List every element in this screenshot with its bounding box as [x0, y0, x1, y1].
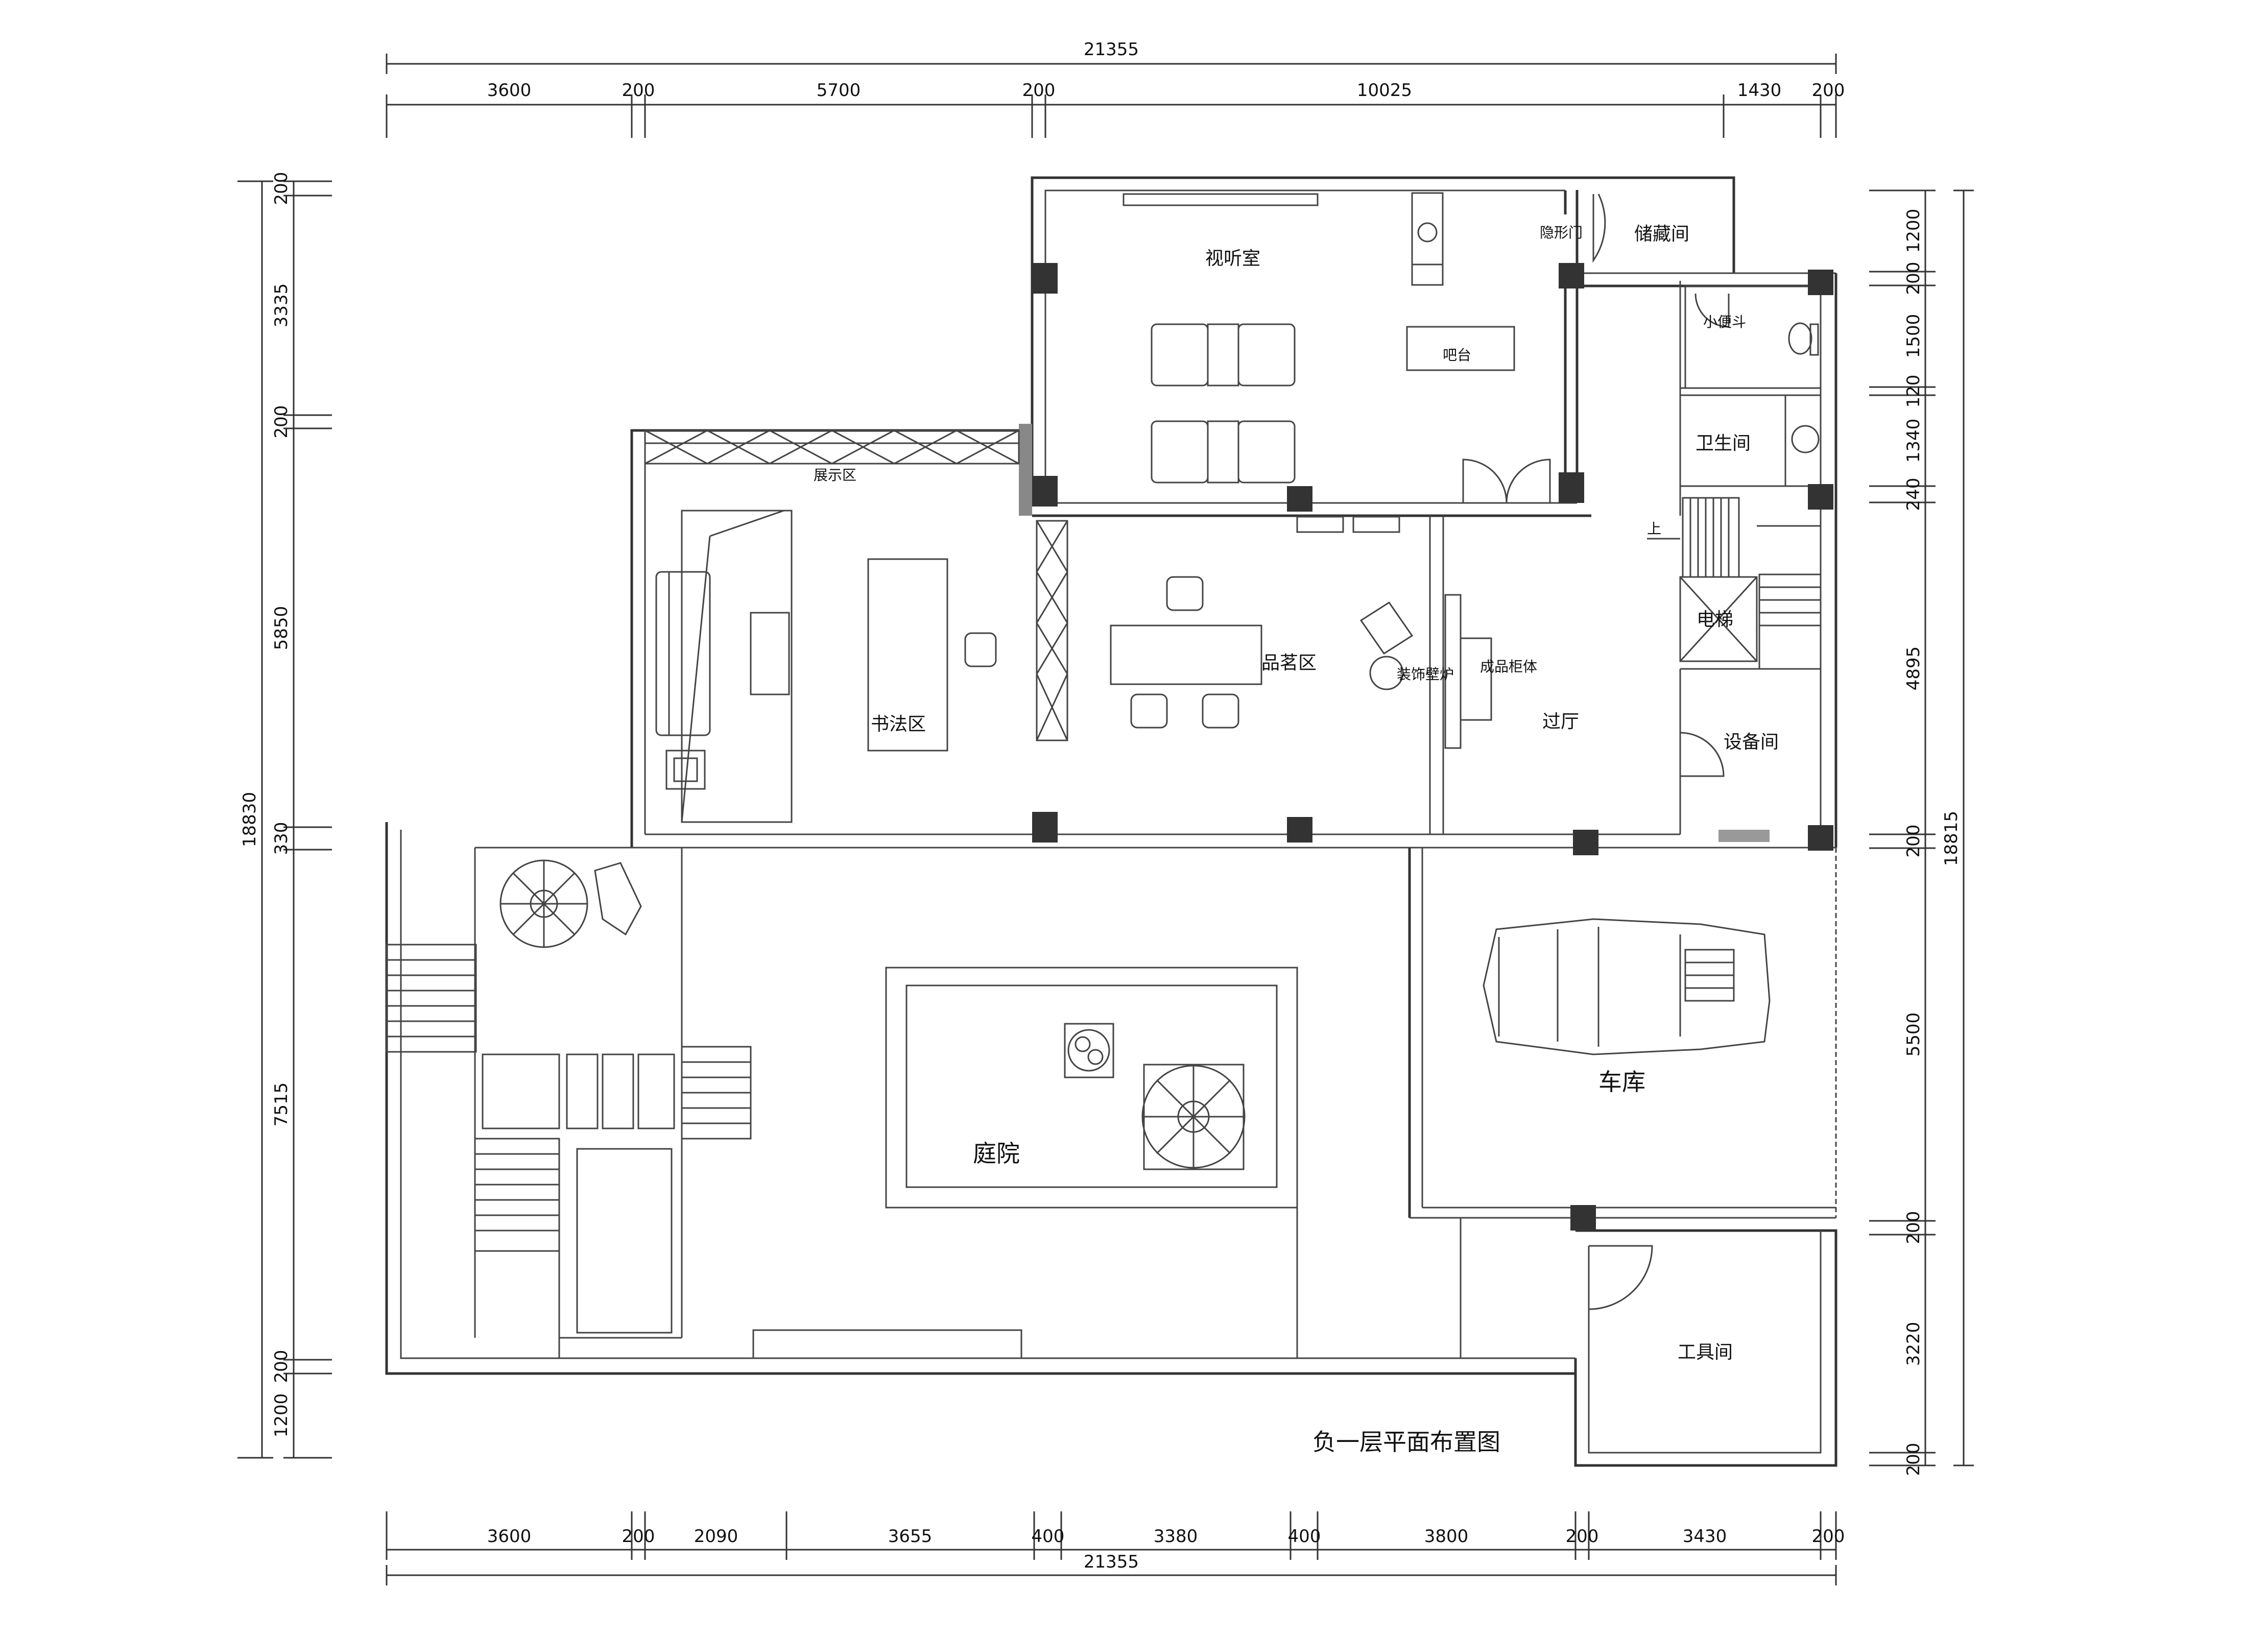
dim-right: 1500 — [1903, 314, 1924, 358]
bathroom-fixtures — [1680, 293, 1820, 777]
room-label-calligraphy: 书法区 — [871, 714, 926, 735]
room-label-display: 展示区 — [814, 467, 856, 484]
dim-right: 200 — [1903, 262, 1924, 295]
room-label-tea: 品茗区 — [1261, 653, 1317, 673]
dim-top: 200 — [1022, 80, 1056, 101]
dim-left: 200 — [271, 1350, 292, 1383]
dim-right: 200 — [1903, 825, 1924, 858]
display-cabinets — [644, 429, 1068, 741]
dim-left: 7515 — [271, 1082, 292, 1127]
dim-top: 10025 — [1357, 80, 1412, 101]
car — [1483, 918, 1771, 1055]
dim-bottom: 200 — [1566, 1526, 1599, 1547]
dim-right: 3220 — [1903, 1322, 1924, 1366]
courtyard-features — [386, 859, 1653, 1359]
dim-bottom: 3600 — [487, 1526, 532, 1547]
dim-top: 200 — [1812, 80, 1845, 101]
dim-top-total: 21355 — [1084, 39, 1139, 60]
room-label-hidden-door: 隐形门 — [1540, 224, 1583, 241]
tea-furniture — [1110, 516, 1492, 749]
plant-icon — [1141, 1065, 1246, 1169]
dim-right: 200 — [1903, 1443, 1924, 1476]
room-label-bar: 吧台 — [1443, 347, 1471, 364]
dim-right: 120 — [1903, 375, 1924, 408]
dim-right-total: 18815 — [1941, 811, 1962, 866]
room-label-tool: 工具间 — [1678, 1342, 1733, 1363]
dim-bottom: 200 — [1812, 1526, 1845, 1547]
dim-left: 3335 — [271, 283, 292, 328]
dim-right: 200 — [1903, 1211, 1924, 1244]
theater-sofa — [1151, 323, 1296, 484]
room-label-equipment: 设备间 — [1724, 732, 1779, 753]
stairs — [1647, 497, 1822, 670]
dim-bottom-total: 21355 — [1084, 1552, 1139, 1572]
calligraphy-furniture — [655, 510, 997, 823]
room-label-theater: 视听室 — [1205, 248, 1260, 269]
dim-right: 1340 — [1903, 419, 1924, 463]
plan-title: 负一层平面布置图 — [1312, 1428, 1500, 1456]
room-label-bathroom: 卫生间 — [1696, 433, 1751, 454]
room-label-cabinet: 成品柜体 — [1480, 658, 1537, 675]
room-label-up: 上 — [1647, 520, 1661, 537]
room-label-elevator: 电梯 — [1697, 609, 1733, 630]
dim-left: 5850 — [271, 606, 292, 651]
dim-top: 5700 — [817, 80, 861, 101]
dim-top: 1430 — [1737, 80, 1782, 101]
room-label-storage: 储藏间 — [1634, 224, 1689, 245]
room-label-fireplace: 装饰壁炉 — [1397, 666, 1454, 683]
dim-bottom: 200 — [622, 1526, 655, 1547]
dim-left: 200 — [271, 405, 292, 439]
dim-bottom: 3655 — [888, 1526, 933, 1547]
dimension-lines — [237, 54, 1974, 1585]
elevator — [1679, 576, 1758, 662]
walls — [385, 176, 1837, 1467]
room-label-hall: 过厅 — [1542, 711, 1579, 732]
dim-bottom: 400 — [1032, 1526, 1065, 1547]
room-labels: 视听室 储藏间 隐形门 吧台 小便斗 卫生间 展示区 上 电梯 品茗区 装饰壁炉… — [814, 224, 1779, 1456]
dim-bottom: 2090 — [694, 1526, 738, 1547]
room-label-garage: 车库 — [1598, 1068, 1645, 1096]
dim-top: 3600 — [487, 80, 532, 101]
dim-bottom: 400 — [1288, 1526, 1321, 1547]
dim-bottom: 3380 — [1154, 1526, 1198, 1547]
dim-right: 4895 — [1903, 646, 1924, 691]
dim-bottom: 3430 — [1683, 1526, 1727, 1547]
room-label-courtyard: 庭院 — [973, 1140, 1020, 1167]
dim-right: 5500 — [1903, 1013, 1924, 1057]
dim-left: 330 — [271, 822, 292, 855]
structural-columns — [1019, 263, 1833, 1231]
plant-icon — [499, 859, 588, 948]
dim-left: 200 — [271, 172, 292, 205]
dim-right: 1200 — [1903, 209, 1924, 253]
dimension-labels: 21355 3600 200 5700 200 10025 1430 200 3… — [240, 39, 1962, 1572]
dim-right: 240 — [1903, 478, 1924, 511]
theater-furniture — [1123, 192, 1606, 503]
dim-top: 200 — [622, 80, 655, 101]
dim-bottom: 3800 — [1424, 1526, 1469, 1547]
room-label-urinal: 小便斗 — [1703, 314, 1746, 330]
dim-left: 1200 — [271, 1393, 292, 1438]
dim-left-total: 18830 — [240, 792, 260, 847]
